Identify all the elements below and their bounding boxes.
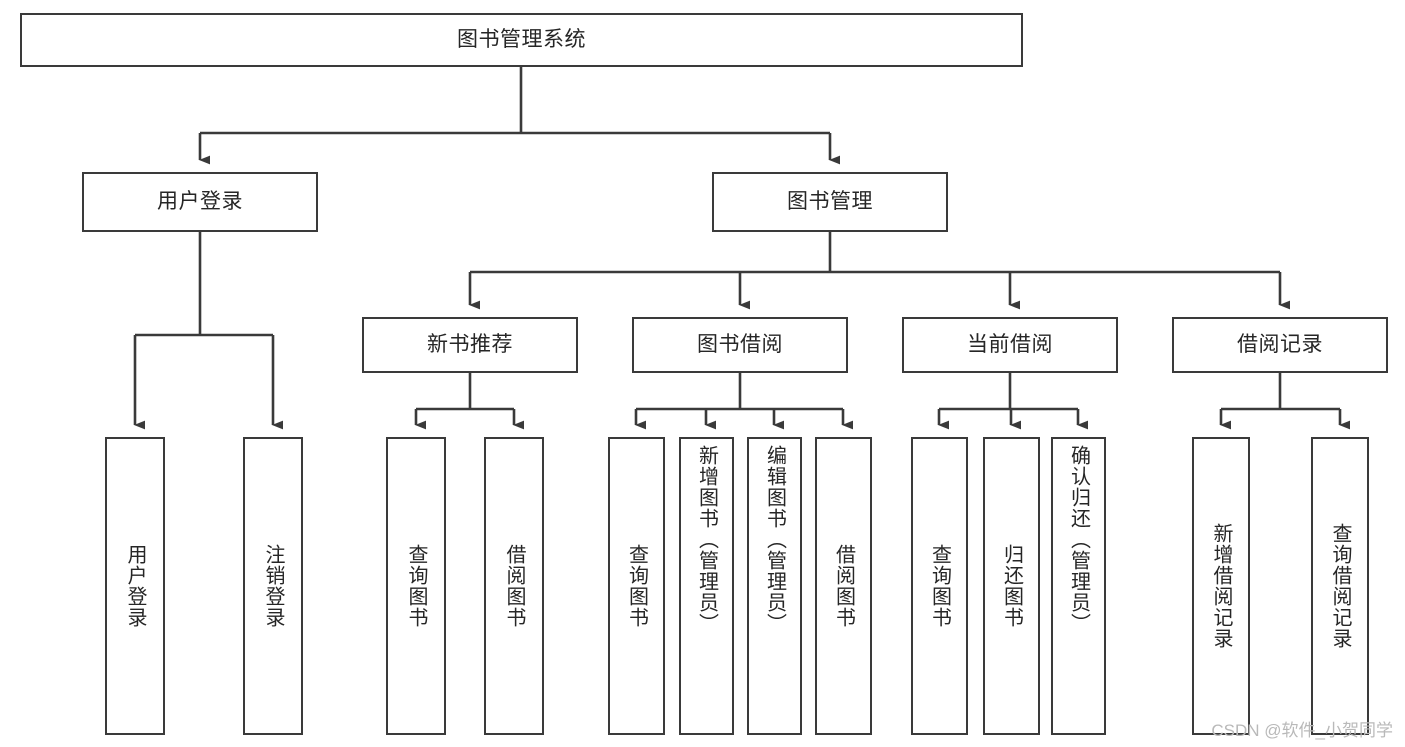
- node-leaf-add-book-label: 新增图书（管理员）: [695, 445, 718, 634]
- node-leaf-return-book-label: 归还图书: [1000, 544, 1023, 628]
- node-leaf-add-borrow-record-label: 新增借阅记录: [1210, 523, 1232, 649]
- node-borrow-record-label: 借阅记录: [1237, 333, 1323, 357]
- node-leaf-query-book-1-label: 查询图书: [405, 544, 427, 628]
- node-leaf-confirm-return[interactable]: 确认归还（管理员）: [1051, 437, 1106, 735]
- node-leaf-query-book-2-label: 查询图书: [625, 544, 648, 628]
- node-leaf-return-book[interactable]: 归还图书: [983, 437, 1040, 735]
- node-current-borrow-label: 当前借阅: [967, 333, 1053, 357]
- node-leaf-query-book-1[interactable]: 查询图书: [386, 437, 446, 735]
- node-leaf-add-borrow-record[interactable]: 新增借阅记录: [1192, 437, 1250, 735]
- node-borrow-record[interactable]: 借阅记录: [1172, 317, 1388, 373]
- node-root-label: 图书管理系统: [457, 28, 586, 52]
- node-current-borrow[interactable]: 当前借阅: [902, 317, 1118, 373]
- watermark: CSDN @软件_小贺同学: [1211, 721, 1393, 740]
- node-book-manage-label: 图书管理: [787, 190, 873, 214]
- node-book-borrow-label: 图书借阅: [697, 333, 783, 357]
- node-leaf-query-book-3[interactable]: 查询图书: [911, 437, 968, 735]
- node-leaf-user-login[interactable]: 用户登录: [105, 437, 165, 735]
- node-new-book-recommend[interactable]: 新书推荐: [362, 317, 578, 373]
- node-leaf-borrow-book-2[interactable]: 借阅图书: [815, 437, 872, 735]
- node-leaf-query-borrow-record[interactable]: 查询借阅记录: [1311, 437, 1369, 735]
- node-leaf-edit-book[interactable]: 编辑图书（管理员）: [747, 437, 802, 735]
- node-user-login[interactable]: 用户登录: [82, 172, 318, 232]
- node-leaf-borrow-book-1[interactable]: 借阅图书: [484, 437, 544, 735]
- node-leaf-confirm-return-label: 确认归还（管理员）: [1067, 445, 1090, 634]
- node-new-book-recommend-label: 新书推荐: [427, 333, 513, 357]
- node-leaf-add-book[interactable]: 新增图书（管理员）: [679, 437, 734, 735]
- node-leaf-query-book-3-label: 查询图书: [928, 544, 951, 628]
- node-leaf-user-logout-label: 注销登录: [262, 544, 284, 628]
- node-root[interactable]: 图书管理系统: [20, 13, 1023, 67]
- node-leaf-query-borrow-record-label: 查询借阅记录: [1329, 523, 1351, 649]
- node-book-manage[interactable]: 图书管理: [712, 172, 948, 232]
- node-leaf-borrow-book-1-label: 借阅图书: [503, 544, 525, 628]
- node-book-borrow[interactable]: 图书借阅: [632, 317, 848, 373]
- node-leaf-query-book-2[interactable]: 查询图书: [608, 437, 665, 735]
- node-leaf-user-logout[interactable]: 注销登录: [243, 437, 303, 735]
- node-user-login-label: 用户登录: [157, 190, 243, 214]
- node-leaf-edit-book-label: 编辑图书（管理员）: [763, 445, 786, 634]
- node-leaf-borrow-book-2-label: 借阅图书: [832, 544, 855, 628]
- node-leaf-user-login-label: 用户登录: [124, 544, 146, 628]
